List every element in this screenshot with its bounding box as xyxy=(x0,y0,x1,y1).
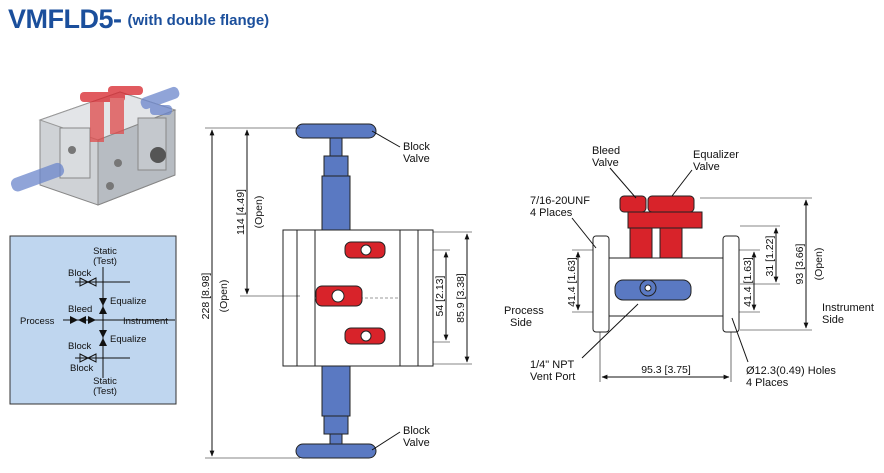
instrument-side-label-2: Side xyxy=(822,314,844,326)
schematic-equalize-top: Equalize xyxy=(110,296,146,307)
thread-label: 7/16-20UNF xyxy=(530,195,590,207)
flow-schematic: Static (Test) Block Equalize Bleed Proce… xyxy=(9,235,177,405)
instrument-side-label: Instrument xyxy=(822,302,874,314)
dim-54: 54 [2.13] xyxy=(434,275,446,316)
block-valve-bottom-label-2: Valve xyxy=(403,437,430,449)
schematic-instrument: Instrument xyxy=(123,316,168,327)
model-subtitle: (with double flange) xyxy=(127,12,270,29)
process-side-label-2: Side xyxy=(510,317,532,329)
front-view: Block Valve Block Valve 114 [4.49] (Open… xyxy=(200,123,472,459)
dim-114-note: (Open) xyxy=(253,196,265,229)
vent-port-label-2: Vent Port xyxy=(530,371,575,383)
schematic-equalize-bottom: Equalize xyxy=(110,334,146,345)
block-valve-bottom-label: Block xyxy=(403,425,430,437)
side-view: Bleed Valve Equalizer Valve 7/16-20UNF 4… xyxy=(504,145,874,389)
dim-41-4-left: 41.4 [1.63] xyxy=(566,257,578,307)
dim-114: 114 [4.49] xyxy=(235,189,247,235)
dim-41-4-right: 41.4 [1.63] xyxy=(742,257,754,307)
schematic-block-top: Block xyxy=(68,268,91,279)
dim-228: 228 [8.98] xyxy=(200,273,212,320)
bleed-valve-label-2: Valve xyxy=(592,157,619,169)
model-name: VMFLD5- xyxy=(8,4,122,34)
schematic-bleed: Bleed xyxy=(68,304,92,315)
schematic-test-top: (Test) xyxy=(93,256,117,267)
thread-places: 4 Places xyxy=(530,207,573,219)
manifold-3d-illustration xyxy=(10,86,180,206)
bleed-valve-label: Bleed xyxy=(592,145,620,157)
schematic-process: Process xyxy=(20,316,55,327)
holes-label: Ø12.3(0.49) Holes xyxy=(746,365,836,377)
schematic-block-bottom-1: Block xyxy=(68,341,91,352)
vent-port-label: 1/4" NPT xyxy=(530,359,575,371)
dim-95-3: 95.3 [3.75] xyxy=(641,364,691,376)
schematic-test-bottom: (Test) xyxy=(93,386,117,397)
schematic-block-bottom-2: Block xyxy=(70,363,93,374)
page-title: VMFLD5- (with double flange) xyxy=(8,4,269,35)
holes-places: 4 Places xyxy=(746,377,789,389)
schematic-static-bottom: Static xyxy=(93,376,117,387)
dim-228-note: (Open) xyxy=(218,280,230,313)
schematic-static-top: Static xyxy=(93,246,117,257)
equalizer-valve-label-2: Valve xyxy=(693,161,720,173)
dim-85-9: 85.9 [3.38] xyxy=(455,273,467,323)
dim-31: 31 [1.22] xyxy=(764,235,776,276)
block-valve-top-label-2: Valve xyxy=(403,153,430,165)
block-valve-top-label: Block xyxy=(403,141,430,153)
dim-93-note: (Open) xyxy=(813,248,825,281)
process-side-label: Process xyxy=(504,305,544,317)
dim-93: 93 [3.66] xyxy=(794,243,806,284)
equalizer-valve-label: Equalizer xyxy=(693,149,739,161)
